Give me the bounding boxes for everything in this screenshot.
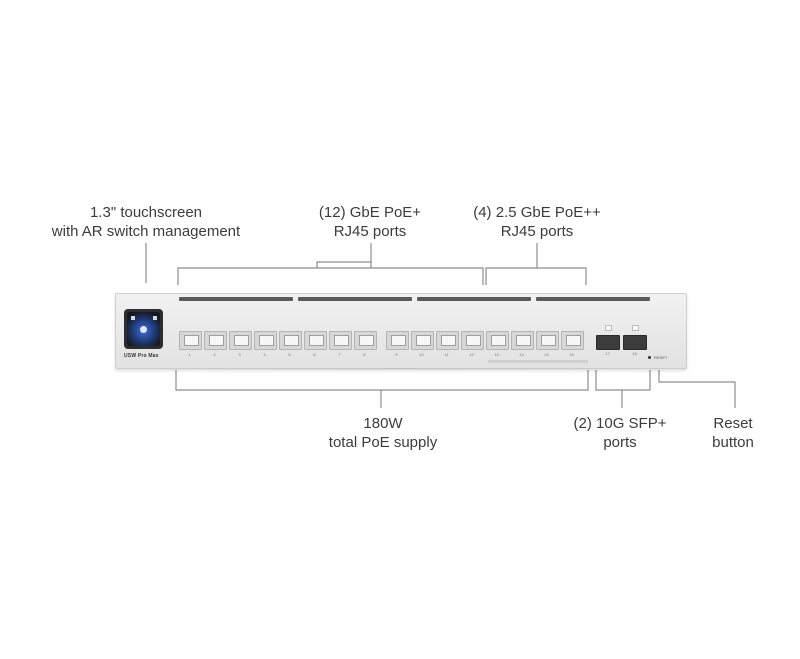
rj45-port [386,331,409,350]
port-number: 12 [469,352,474,357]
poe-supply-callout-line1: 180W [363,415,403,432]
port-number: 4 [263,352,266,357]
touchscreen-bezel [124,309,163,349]
vent-slot [536,297,650,301]
screen-icon [153,316,157,320]
rj45-port [254,331,277,350]
ports-2p5-bracket [485,267,587,285]
poe-bracket [175,370,589,391]
port-number: 10 [419,352,424,357]
rj45-port [486,331,509,350]
rj45-port [461,331,484,350]
rj45-port [561,331,584,350]
ports-2p5-callout: (4) 2.5 GbE PoE++ RJ45 ports [462,203,612,241]
rj45-port [179,331,202,350]
touchscreen-callout-line2: with AR switch management [51,223,241,240]
gbe-bracket-step [316,261,371,268]
reset-leader [658,370,736,408]
port-number: 2 [213,352,216,357]
gbe-bracket [177,267,484,285]
reset-callout-line1: Reset [713,415,753,432]
port-number: 9 [395,352,398,357]
rj45-port [354,331,377,350]
sfp-ports-callout-line2: ports [603,434,637,451]
port-number: 11 [444,352,449,357]
port-number: 5 [288,352,291,357]
rj45-port [229,331,252,350]
reset-callout-line2: button [712,434,754,451]
sfp-port-number: 18 [632,351,637,356]
poe-supply-callout-line2: total PoE supply [328,434,438,451]
sfp-status-led [605,325,612,331]
rj45-port [204,331,227,350]
gbe-ports-callout: (12) GbE PoE+ RJ45 ports [300,203,440,241]
port-number: 16 [569,352,574,357]
sfp-bracket [595,370,651,391]
port-number: 14 [519,352,524,357]
ports-2p5-callout-line1: (4) 2.5 GbE PoE++ [473,204,601,221]
gbe-ports-callout-line2: RJ45 ports [333,223,407,240]
device-shadow [100,368,700,370]
rj45-port [304,331,327,350]
switch-chassis: USW Pro Max 1 2 3 4 5 6 7 8 9 10 11 12 1… [115,293,687,369]
ports-2p5-marker-bar [488,360,588,363]
sfp-port [596,335,620,350]
reset-callout: Reset button [698,414,768,452]
sfp-port [623,335,647,350]
rj45-port [536,331,559,350]
rj45-port [329,331,352,350]
rj45-port [511,331,534,350]
port-number: 6 [313,352,316,357]
model-label: USW Pro Max [124,353,159,359]
sfp-ports-callout-line1: (2) 10G SFP+ [573,415,667,432]
rj45-port [411,331,434,350]
reset-label: RESET [654,355,668,360]
screen-center-dot [140,326,147,333]
vent-slot [298,297,412,301]
touchscreen-display[interactable] [127,312,160,346]
sfp-port-number: 17 [605,351,610,356]
vent-slot [179,297,293,301]
rj45-port [279,331,302,350]
port-number: 3 [238,352,241,357]
gbe-ports-callout-line1: (12) GbE PoE+ [318,204,422,221]
port-number: 15 [544,352,549,357]
port-number: 7 [338,352,341,357]
port-number: 8 [363,352,366,357]
ports-2p5-callout-line2: RJ45 ports [500,223,574,240]
sfp-status-led [632,325,639,331]
port-number: 1 [188,352,191,357]
touchscreen-callout-line1: 1.3" touchscreen [89,204,203,221]
vent-slot [417,297,531,301]
screen-icon [131,316,135,320]
rj45-port [436,331,459,350]
sfp-ports-callout: (2) 10G SFP+ ports [560,414,680,452]
poe-supply-callout: 180W total PoE supply [313,414,453,452]
touchscreen-callout: 1.3" touchscreen with AR switch manageme… [40,203,252,241]
port-number: 13 [494,352,499,357]
reset-button[interactable] [648,356,651,359]
